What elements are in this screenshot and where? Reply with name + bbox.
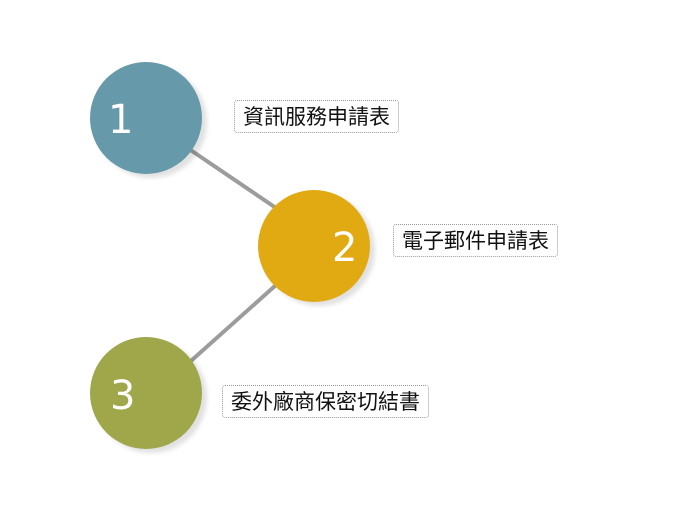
- step-3-circle: [90, 337, 202, 449]
- step-3-label: 委外廠商保密切結書: [222, 385, 429, 418]
- connector-1-2: [190, 149, 281, 212]
- step-2-label: 電子郵件申請表: [393, 224, 558, 257]
- step-1-circle: [90, 62, 202, 174]
- step-2-number: 2: [332, 225, 358, 271]
- connector-2-3: [190, 283, 278, 362]
- step-3-number: 3: [110, 373, 136, 419]
- step-1-label: 資訊服務申請表: [234, 100, 399, 133]
- step-1-number: 1: [108, 97, 134, 143]
- step-2-circle: [258, 190, 370, 302]
